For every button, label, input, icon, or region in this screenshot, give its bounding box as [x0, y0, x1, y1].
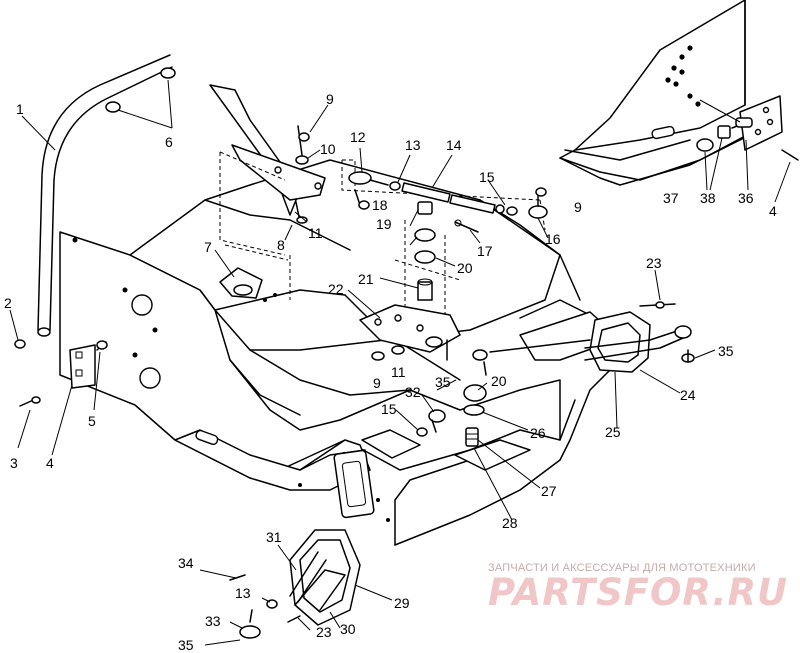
- callout-8: 8: [277, 237, 285, 253]
- callout-21: 21: [358, 271, 374, 287]
- callout-24: 24: [680, 387, 696, 403]
- callout-20-lower: 20: [491, 373, 507, 389]
- callout-29: 29: [394, 595, 410, 611]
- callout-19: 19: [376, 216, 392, 232]
- tie-rod-assembly: [341, 147, 549, 244]
- callout-15-upper: 15: [479, 169, 495, 185]
- right-steering-unit: [472, 269, 716, 429]
- callout-7: 7: [204, 239, 212, 255]
- callout-9-top: 9: [326, 91, 334, 107]
- callout-9-bottom: 9: [373, 375, 381, 391]
- callout-1: 1: [16, 101, 24, 117]
- watermark: ЗАПЧАСТИ И АКСЕССУАРЫ ДЛЯ МОТОТЕХНИКИ PA…: [488, 562, 788, 614]
- callout-32: 32: [405, 384, 421, 400]
- callout-16: 16: [545, 231, 561, 247]
- callout-23-right: 23: [646, 255, 662, 271]
- handlebar-tube: [37, 54, 176, 337]
- callout-31: 31: [266, 529, 282, 545]
- left-hardware: [9, 115, 108, 456]
- callout-35-center: 35: [435, 374, 451, 390]
- callout-34: 34: [178, 555, 194, 571]
- callout-6: 6: [165, 134, 173, 150]
- callout-12: 12: [350, 129, 366, 145]
- callout-33: 33: [205, 613, 221, 629]
- callout-14: 14: [446, 137, 462, 153]
- callout-5: 5: [88, 413, 96, 429]
- lower-pedal-assembly: [199, 449, 393, 646]
- callout-35-right: 35: [718, 343, 734, 359]
- callout-13-upper: 13: [405, 137, 421, 153]
- callout-23-lower: 23: [316, 624, 332, 640]
- callout-11-upper: 11: [308, 225, 323, 241]
- callout-9-right: 9: [574, 199, 582, 215]
- callout-22: 22: [328, 281, 344, 297]
- steering-support: [209, 84, 329, 302]
- callout-4: 4: [46, 455, 54, 471]
- watermark-brand: PARTSFOR.RU: [488, 571, 788, 614]
- callout-20-upper: 20: [457, 260, 473, 276]
- callout-13-lower: 13: [235, 585, 251, 601]
- callout-2: 2: [4, 295, 12, 311]
- callout-30: 30: [340, 621, 356, 637]
- callout-3: 3: [10, 455, 18, 471]
- watermark-tagline: ЗАПЧАСТИ И АКСЕССУАРЫ ДЛЯ МОТОТЕХНИКИ: [488, 562, 756, 574]
- upper-right-frame: [559, 0, 799, 186]
- steering-stack: [347, 201, 461, 361]
- callout-35-lower: 35: [178, 637, 194, 653]
- callout-36: 36: [738, 190, 754, 206]
- callout-17: 17: [477, 243, 493, 259]
- callout-27: 27: [541, 483, 557, 499]
- callout-28: 28: [502, 515, 518, 531]
- callout-26: 26: [530, 425, 546, 441]
- callout-25: 25: [605, 424, 621, 440]
- callout-labels: 1 2 3 4 4 5 6 7 8 9 9 9 10 11 11 12 13 1…: [4, 91, 777, 653]
- callout-18: 18: [372, 197, 388, 213]
- callout-4-right: 4: [769, 203, 777, 219]
- callout-37: 37: [663, 190, 679, 206]
- lower-center-hardware: [395, 379, 541, 521]
- callout-11-lower: 11: [391, 364, 406, 380]
- callout-10: 10: [320, 141, 336, 157]
- callout-38: 38: [700, 190, 716, 206]
- callout-15-lower: 15: [381, 401, 397, 417]
